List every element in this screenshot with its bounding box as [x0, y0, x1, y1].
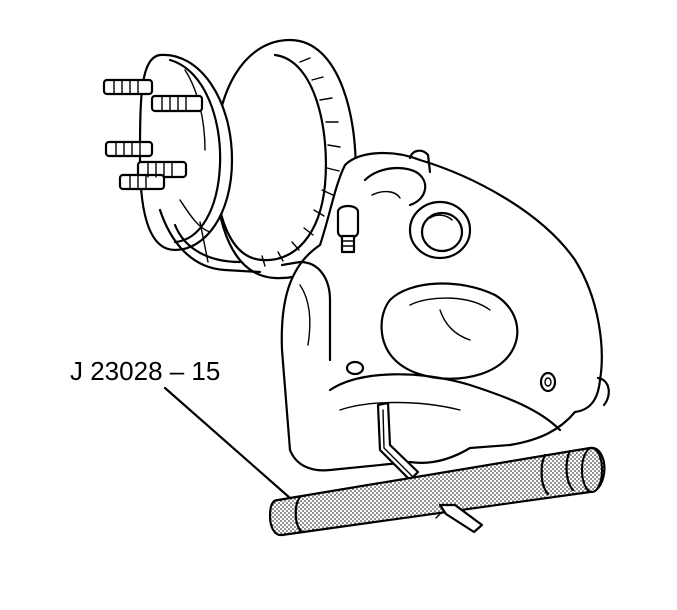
tool-callout-label: J 23028 – 15	[70, 356, 220, 386]
tool-tube	[268, 446, 606, 537]
steering-knuckle	[280, 149, 610, 472]
callout-leader-line	[163, 386, 292, 500]
wheel-studs	[102, 78, 204, 191]
tool-bent-rod	[376, 401, 420, 482]
